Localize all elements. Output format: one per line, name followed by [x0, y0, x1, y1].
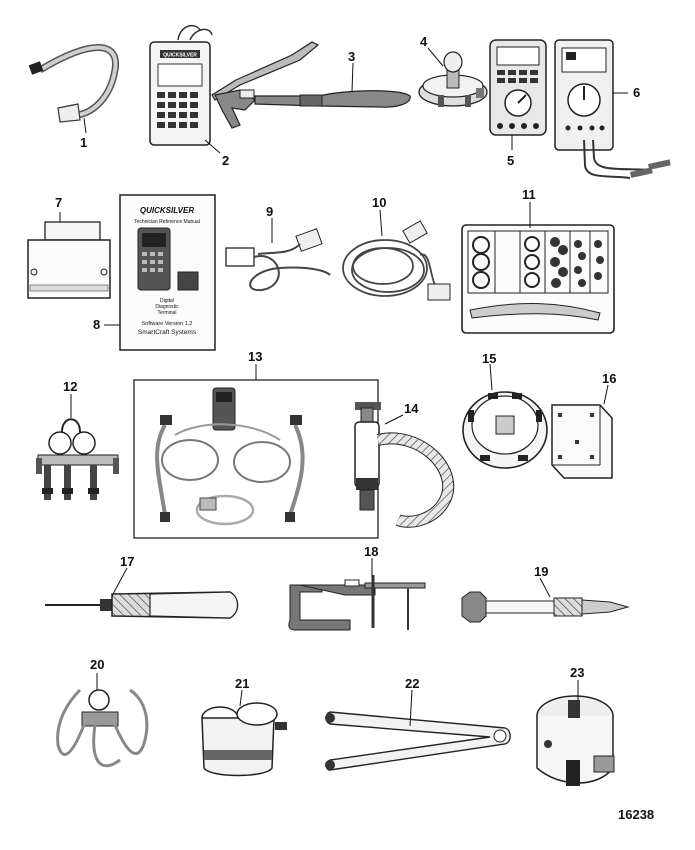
- tool-12-gauge-manifold: [36, 394, 119, 500]
- callout-6: 6: [633, 85, 641, 100]
- tool-11-oring-kit: [461, 202, 615, 334]
- callout-18: 18: [364, 544, 379, 559]
- tool-14-pump: [354, 402, 455, 528]
- callout-11: 11: [522, 187, 536, 202]
- manual-software: Software Version 1.2: [142, 321, 193, 327]
- tool-1-hose: [28, 44, 119, 134]
- tool-9-cable: [225, 218, 331, 292]
- tool-6-meter-with-leads: [554, 39, 671, 179]
- callout-10: 10: [372, 195, 387, 210]
- terminal-brand: QUICKSILVER: [163, 53, 197, 59]
- manual-title: Technician Reference Manual: [134, 219, 200, 225]
- tool-7-module: [27, 212, 111, 299]
- callout-2: 2: [222, 153, 230, 168]
- manual-line-digital: Digital: [160, 298, 174, 304]
- tool-21-socket: [201, 689, 287, 777]
- callout-19: 19: [534, 564, 549, 579]
- callout-4: 4: [420, 34, 428, 49]
- tool-13-diagnostic-kit: [133, 364, 379, 539]
- tool-20-gauge-hoses: [56, 673, 149, 768]
- callout-21: 21: [235, 676, 250, 691]
- tool-19-threaded-tool: [461, 577, 630, 623]
- tool-2-digital-terminal: QUICKSILVER: [149, 24, 221, 154]
- callout-15: 15: [482, 351, 497, 366]
- tool-17-cable-puller: [45, 567, 239, 619]
- callout-7: 7: [55, 195, 63, 210]
- tool-18-c-clamp: [288, 558, 426, 631]
- tool-23-fixture-block: [536, 680, 615, 786]
- callout-13: 13: [248, 349, 263, 364]
- callout-20: 20: [90, 657, 105, 672]
- callout-16: 16: [602, 371, 617, 386]
- tool-5-multimeter: [489, 39, 547, 150]
- callout-9: 9: [266, 204, 274, 219]
- tool-3-handle-wrench: [211, 41, 411, 129]
- manual-line-terminal: Terminal: [158, 310, 177, 316]
- callout-1: 1: [80, 135, 88, 150]
- tool-8-reference-manual: QUICKSILVER Technician Reference Manual …: [104, 194, 216, 351]
- tool-4-fixture: [418, 47, 488, 107]
- tool-16-plate: [551, 384, 613, 479]
- figure-number: 16238: [618, 807, 655, 822]
- callout-3: 3: [348, 49, 356, 64]
- tool-22-spanner-wrench: [325, 689, 511, 771]
- manual-brand: QUICKSILVER: [140, 206, 194, 215]
- callout-17: 17: [120, 554, 135, 569]
- callout-22: 22: [405, 676, 420, 691]
- tool-15-filter-wrench: [462, 363, 548, 469]
- callout-8: 8: [93, 317, 101, 332]
- callout-23: 23: [570, 665, 585, 680]
- manual-systems: SmartCraft Systems: [138, 329, 197, 336]
- tool-10-coiled-cable: [342, 209, 451, 301]
- manual-line-diagnostic: Diagnostic: [155, 304, 179, 310]
- callout-14: 14: [404, 401, 419, 416]
- callout-5: 5: [507, 153, 515, 168]
- callout-12: 12: [63, 379, 78, 394]
